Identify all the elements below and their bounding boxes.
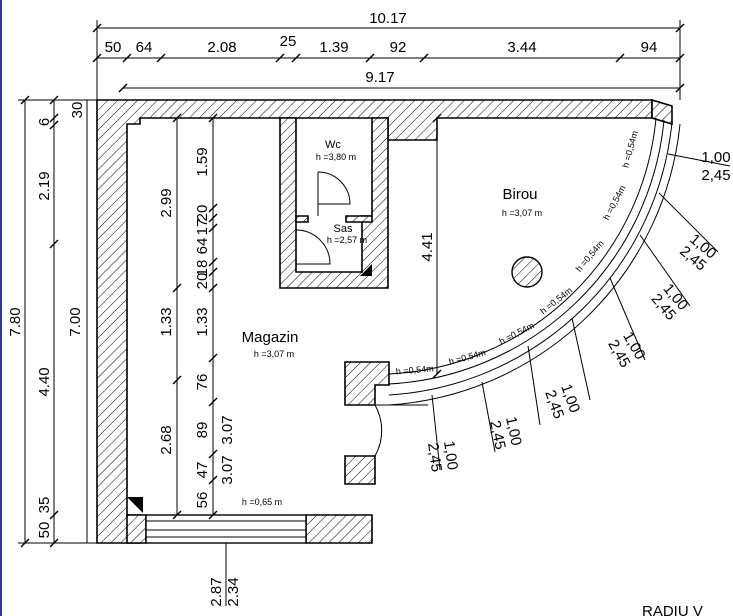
column-round bbox=[511, 256, 543, 288]
radial-dim-text: 1,00 2,45 1,00 2,45 1,00 2,45 1,00 2,45 … bbox=[424, 149, 731, 473]
doors bbox=[295, 171, 428, 457]
svg-text:2,45: 2,45 bbox=[486, 419, 509, 451]
walls bbox=[96, 98, 673, 544]
radial-dims bbox=[225, 153, 731, 606]
corner-marker-left bbox=[127, 497, 143, 513]
dim-left-35: 35 bbox=[36, 497, 53, 514]
dim-b-307b: 3.07 bbox=[219, 455, 236, 484]
dim-b-133: 1.33 bbox=[194, 307, 211, 336]
svg-text:1,00: 1,00 bbox=[701, 149, 730, 166]
dim-bottom-234: 2.34 bbox=[225, 577, 242, 606]
dim-b-64: 64 bbox=[194, 238, 211, 255]
svg-text:2,45: 2,45 bbox=[424, 442, 445, 473]
room-sas-name: Sas bbox=[334, 223, 353, 235]
bottom-window bbox=[145, 514, 307, 544]
dim-overall-height: 7.80 bbox=[7, 307, 24, 336]
dim-b-20b: 20 bbox=[194, 273, 211, 290]
corner-marker-sas bbox=[360, 264, 372, 276]
svg-text:1,00: 1,00 bbox=[502, 415, 525, 447]
curved-hp-1: h =0,54m bbox=[395, 363, 434, 376]
dim-left-219: 2.19 bbox=[36, 171, 53, 200]
corner-caption: RADIU V bbox=[642, 603, 703, 616]
dim-a-268: 2.68 bbox=[158, 425, 175, 454]
dim-seg-5: 1.39 bbox=[319, 39, 348, 56]
dim-left-440: 4.40 bbox=[36, 367, 53, 396]
dim-a-133: 1.33 bbox=[158, 307, 175, 336]
dim-b-18: 18 bbox=[194, 260, 211, 277]
dim-bottom-287: 2.87 bbox=[208, 577, 225, 606]
dim-left bbox=[18, 95, 97, 548]
curved-hp-6: h =0,54m bbox=[601, 184, 628, 222]
dim-seg-4: 25 bbox=[280, 33, 297, 50]
curved-hp-7: h =0,54m bbox=[620, 130, 639, 169]
curved-hp-5: h =0,54m bbox=[574, 238, 606, 273]
dim-b-76: 76 bbox=[194, 374, 211, 391]
room-birou-name: Birou bbox=[502, 186, 537, 203]
dim-b-56: 56 bbox=[194, 492, 211, 509]
dim-b-17: 17 bbox=[194, 219, 211, 236]
dim-a-299: 2.99 bbox=[158, 188, 175, 217]
dim-seg-8: 94 bbox=[641, 39, 658, 56]
dim-b-89: 89 bbox=[194, 422, 211, 439]
dim-left-50: 50 bbox=[36, 522, 53, 539]
svg-text:1,00: 1,00 bbox=[440, 440, 461, 471]
room-birou-height: h =3,07 m bbox=[502, 208, 542, 218]
dim-birou-441: 4.41 bbox=[419, 232, 436, 261]
curved-hp-4: h =0,54m bbox=[538, 285, 574, 316]
dim-left-6: 6 bbox=[36, 118, 53, 126]
dim-seg-3: 2.08 bbox=[207, 39, 236, 56]
room-magazin-height: h =3,07 m bbox=[254, 349, 294, 359]
dim-interior bbox=[172, 113, 442, 520]
curved-window bbox=[388, 117, 681, 406]
dim-b-47: 47 bbox=[194, 462, 211, 479]
dim-b-307a: 3.07 bbox=[219, 415, 236, 444]
room-wc-height: h =3,80 m bbox=[316, 152, 356, 162]
dim-inner-width: 9.17 bbox=[365, 69, 394, 86]
dim-left-30: 30 bbox=[69, 102, 86, 119]
curved-hp-3: h =0,54m bbox=[498, 320, 536, 346]
dim-b-20a: 20 bbox=[194, 205, 211, 222]
room-wc-name: Wc bbox=[325, 139, 341, 151]
dim-seg-2: 64 bbox=[136, 39, 153, 56]
dim-inner-height: 7.00 bbox=[67, 307, 84, 336]
dim-b-159: 1.59 bbox=[194, 147, 211, 176]
room-magazin-name: Magazin bbox=[242, 329, 299, 346]
dim-seg-6: 92 bbox=[390, 39, 407, 56]
svg-text:2,45: 2,45 bbox=[701, 167, 730, 184]
window-parapet-height: h =0,65 m bbox=[242, 497, 282, 507]
dim-overall-width: 10.17 bbox=[369, 10, 407, 27]
dim-seg-7: 3.44 bbox=[507, 39, 536, 56]
dim-seg-1: 50 bbox=[105, 39, 122, 56]
room-sas-height: h =2,57 m bbox=[327, 235, 367, 245]
dim-top bbox=[92, 20, 685, 100]
